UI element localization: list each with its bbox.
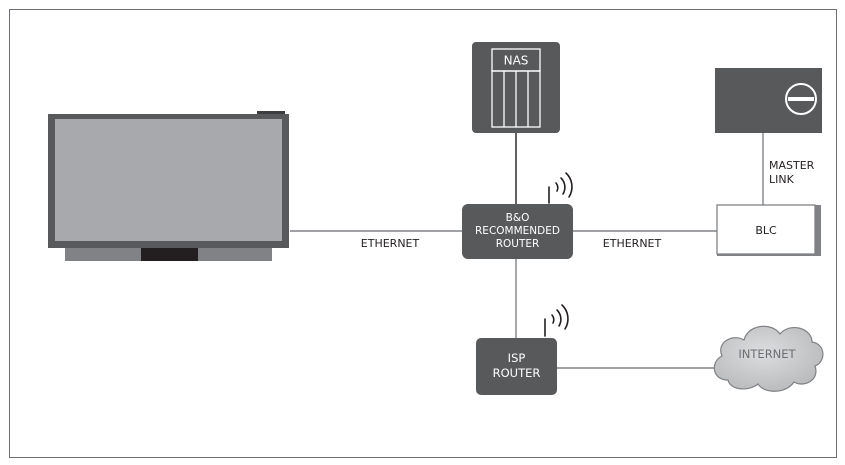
diagram-frame	[9, 9, 837, 458]
blc-device: BLC	[716, 204, 821, 256]
nas-device: NAS	[472, 42, 560, 133]
nas-label: NAS	[504, 54, 529, 68]
ethernet-label-right: ETHERNET	[603, 237, 662, 250]
ethernet-label-left: ETHERNET	[361, 237, 420, 250]
bo-router: B&O RECOMMENDED ROUTER	[462, 204, 573, 259]
connection-lines	[290, 133, 764, 369]
nas-drive-bays	[491, 70, 541, 128]
wifi-icon	[548, 172, 573, 204]
tv-speaker	[141, 248, 198, 261]
router-label-line3: ROUTER	[496, 238, 540, 250]
masterlink-product	[715, 68, 822, 133]
isp-label-line2: ROUTER	[493, 366, 541, 380]
internet-label: INTERNET	[738, 347, 796, 361]
masterlink-label-line1: MASTER	[769, 159, 815, 172]
blc-label: BLC	[755, 224, 777, 237]
tv-screen	[55, 119, 282, 241]
masterlink-label-line2: LINK	[769, 173, 795, 186]
cloud-icon	[713, 325, 824, 392]
isp-label-line1: ISP	[508, 351, 526, 365]
television	[48, 111, 289, 261]
tv-top-button	[257, 111, 285, 115]
internet-cloud: INTERNET	[713, 325, 824, 392]
router-label-line1: B&O	[506, 212, 530, 224]
wifi-icon	[544, 304, 569, 337]
router-label-line2: RECOMMENDED	[475, 225, 560, 237]
isp-router: ISP ROUTER	[476, 338, 557, 395]
